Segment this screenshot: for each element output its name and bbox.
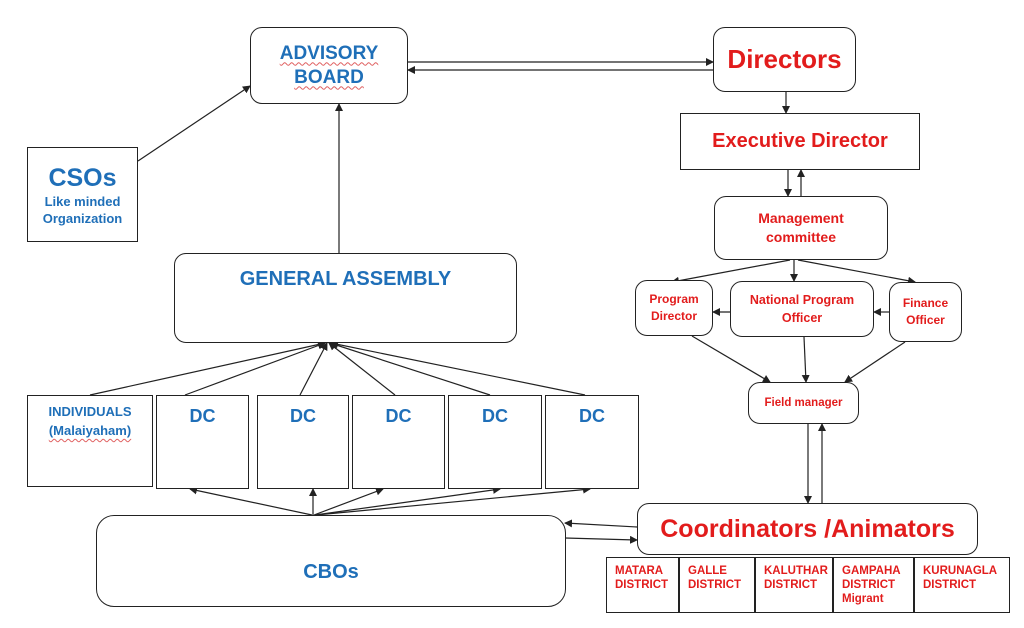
dc-label: DC	[290, 406, 316, 426]
district-name: GALLE	[688, 565, 727, 577]
general-assembly-box: GENERAL ASSEMBLY	[174, 253, 517, 343]
finance-officer-line1: Finance	[902, 296, 949, 310]
dc-box-5: DC	[545, 395, 639, 489]
national-program-officer-box: National Program Officer	[730, 281, 874, 337]
coordinators-box: Coordinators /Animators	[637, 503, 978, 555]
coordinators-label: Coordinators /Animators	[660, 514, 955, 543]
management-committee-line2: committee	[765, 229, 837, 245]
arrow-mgmt-to-program-director	[671, 259, 791, 285]
arrow-npo-to-field	[801, 336, 810, 383]
individuals-box: INDIVIDUALS (Malaiyaham)	[27, 395, 153, 487]
program-director-line2: Director	[650, 309, 697, 323]
arrow-cbos-to-coordinators	[564, 535, 638, 544]
district-name: MATARA	[615, 565, 664, 577]
district-word: DISTRICT	[923, 579, 977, 591]
arrow-csos-to-advisory	[137, 85, 251, 162]
cbos-label: CBOs	[303, 560, 359, 583]
csos-line1: Like minded	[44, 193, 121, 209]
dc-label: DC	[579, 406, 605, 426]
management-committee-box: Management committee	[714, 196, 888, 260]
dc-box-2: DC	[257, 395, 349, 489]
general-assembly-label: GENERAL ASSEMBLY	[239, 268, 452, 290]
dc-box-3: DC	[352, 395, 445, 489]
national-program-officer-line2: Officer	[781, 311, 823, 325]
directors-label: Directors	[727, 44, 842, 74]
dc-label: DC	[385, 406, 412, 426]
district-word: DISTRICT	[842, 579, 896, 591]
arrow-cbos-to-dc3	[313, 487, 384, 516]
finance-officer-line2: Officer	[906, 313, 945, 327]
finance-officer-box: Finance Officer	[889, 282, 962, 342]
arrow-individuals-to-assembly	[89, 340, 326, 396]
advisory-board-line2: BOARD	[294, 66, 364, 88]
advisory-board-box: ADVISORY BOARD	[250, 27, 408, 104]
dc-label: DC	[482, 406, 508, 426]
arrow-cbos-to-dc1	[189, 486, 313, 516]
district-word: DISTRICT	[688, 579, 742, 591]
field-manager-label: Field manager	[764, 397, 843, 409]
csos-line2: Organization	[42, 210, 123, 226]
executive-director-box: Executive Director	[680, 113, 920, 170]
district-word: DISTRICT	[615, 579, 669, 591]
district-kurunagla: KURUNAGLA DISTRICT	[914, 557, 1010, 613]
dc-label: DC	[189, 406, 216, 426]
field-manager-box: Field manager	[748, 382, 859, 424]
district-name: KALUTHAR	[764, 565, 828, 577]
district-word: DISTRICT	[764, 579, 818, 591]
dc-box-4: DC	[448, 395, 542, 489]
district-note: Migrant	[842, 593, 884, 605]
csos-title: CSOs	[48, 163, 117, 192]
district-name: KURUNAGLA	[923, 565, 998, 577]
advisory-board-line1: ADVISORY	[279, 42, 379, 64]
csos-box: CSOs Like minded Organization	[27, 147, 138, 242]
directors-box: Directors	[713, 27, 856, 92]
dc-box-1: DC	[156, 395, 249, 489]
district-gampaha: GAMPAHA DISTRICT Migrant	[833, 557, 914, 613]
arrow-dc2-to-assembly	[299, 342, 328, 396]
district-kaluthar: KALUTHAR DISTRICT	[755, 557, 833, 613]
cbos-box: CBOs	[96, 515, 566, 607]
program-director-line1: Program	[649, 292, 699, 306]
executive-director-label: Executive Director	[712, 130, 888, 152]
arrow-mgmt-to-finance	[797, 259, 916, 285]
district-name: GAMPAHA	[842, 565, 901, 577]
arrow-dc3-to-assembly	[328, 342, 396, 396]
arrow-dc1-to-assembly	[184, 341, 326, 396]
national-program-officer-line1: National Program	[749, 293, 855, 307]
district-galle: GALLE DISTRICT	[679, 557, 755, 613]
management-committee-line1: Management	[758, 210, 844, 226]
arrow-coordinators-to-cbos	[564, 519, 638, 528]
arrow-dc5-to-assembly	[330, 340, 586, 396]
arrow-finance-to-field	[844, 341, 906, 383]
arrow-cbos-to-dc5	[315, 485, 591, 516]
program-director-box: Program Director	[635, 280, 713, 336]
arrow-dc4-to-assembly	[329, 341, 491, 396]
individuals-line1: INDIVIDUALS	[48, 404, 132, 419]
arrow-cbos-to-dc4	[314, 486, 501, 516]
district-matara: MATARA DISTRICT	[606, 557, 679, 613]
individuals-line2: (Malaiyaham)	[48, 423, 132, 438]
arrow-program-director-to-field	[691, 335, 771, 383]
